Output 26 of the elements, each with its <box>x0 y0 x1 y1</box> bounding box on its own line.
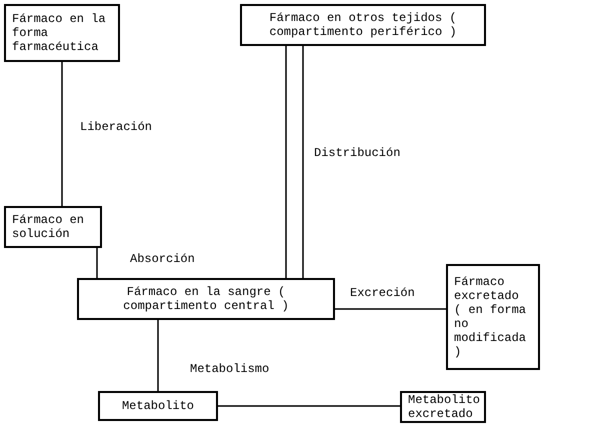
edge-label: Distribución <box>314 146 400 160</box>
box-text: Fármaco en solución <box>12 213 86 241</box>
process-box <box>4 206 102 248</box>
edge-label: Metabolismo <box>190 362 270 376</box>
process-box <box>77 278 335 320</box>
process-box <box>400 391 486 423</box>
process-box <box>240 4 486 46</box>
connector-line <box>302 46 304 278</box>
connector-line <box>96 248 98 278</box>
edge-label: Excreción <box>350 286 415 300</box>
connector-line <box>61 62 63 206</box>
box-text: Fármaco en la sangre ( compartimento central ) <box>122 285 290 313</box>
connector-line <box>157 320 159 391</box>
process-box <box>4 4 120 62</box>
connector-line <box>218 405 400 407</box>
box-text: Metabolito <box>122 399 194 413</box>
process-box <box>446 264 540 370</box>
connector-line <box>285 46 287 278</box>
connector-line <box>335 308 446 310</box>
edge-label: Liberación <box>80 120 152 134</box>
process-box <box>98 391 218 421</box>
box-text: Metabolito excretado <box>408 393 480 421</box>
edge-label: Absorción <box>130 252 195 266</box>
box-text: Fármaco excretado ( en forma no modificada ) <box>454 275 528 359</box>
box-text: Fármaco en otros tejidos ( compartimento periférico ) <box>268 11 458 39</box>
box-text: Fármaco en la forma farmacéutica <box>12 12 107 54</box>
